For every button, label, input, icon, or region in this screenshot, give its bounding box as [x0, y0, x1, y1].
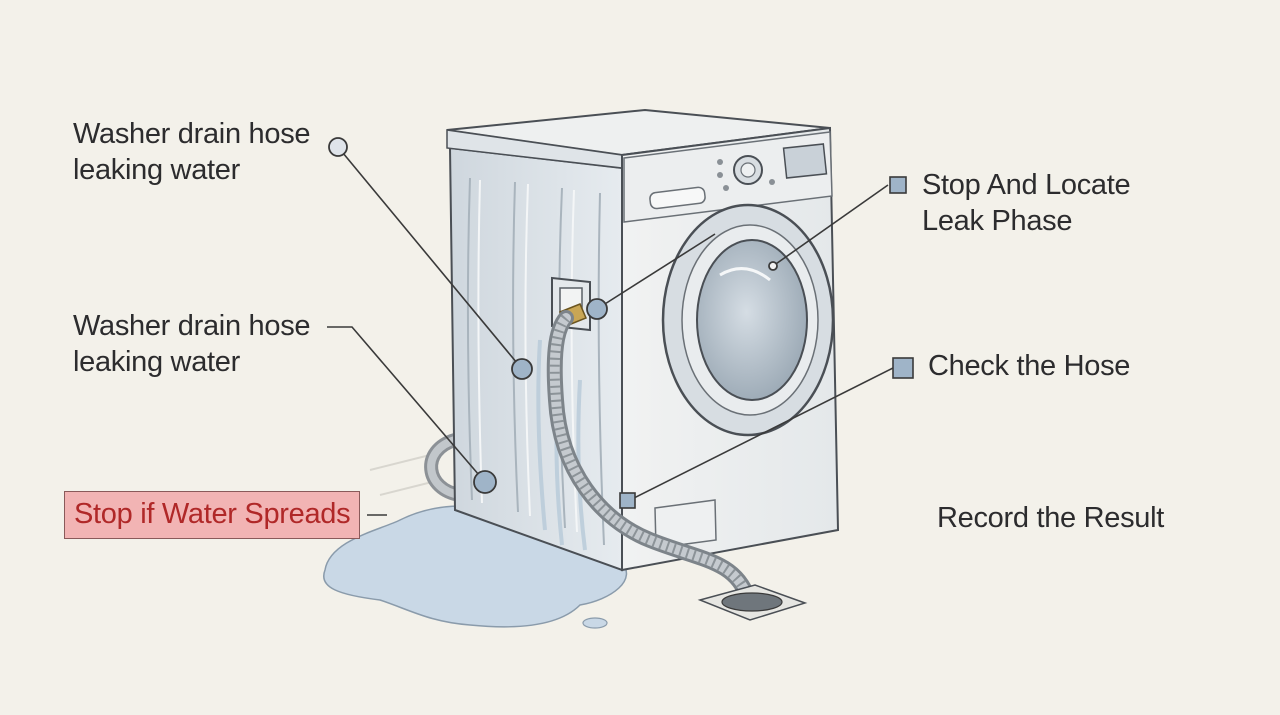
detergent-drawer-handle — [649, 186, 706, 210]
square-marker-icon — [892, 357, 914, 379]
leader-lines — [327, 146, 894, 516]
label-line: Record the Result — [937, 502, 1165, 534]
label-check-hose: Check the Hose — [928, 348, 1130, 384]
label-line: Washer drain hose — [73, 118, 311, 150]
circle-marker-icon — [473, 470, 497, 494]
square-marker-icon — [619, 492, 636, 509]
door-glass — [696, 239, 808, 401]
label-drain-hose-middle: Washer drain hose leaking water — [73, 308, 311, 380]
label-line: Stop And Locate — [922, 169, 1131, 201]
warning-stop-water-spreads: Stop if Water Spreads — [64, 491, 361, 539]
label-record-result: Record the Result — [937, 500, 1164, 536]
circle-marker-icon — [511, 358, 533, 380]
water-droplet — [582, 617, 608, 629]
circle-marker-icon — [328, 137, 348, 157]
label-drain-hose-top: Washer drain hose leaking water — [73, 116, 311, 188]
display-panel — [782, 143, 828, 179]
circle-marker-icon — [586, 298, 608, 320]
label-line: leaking water — [73, 154, 240, 186]
label-line: Leak Phase — [922, 205, 1073, 237]
warning-text: Stop if Water Spreads — [74, 498, 351, 530]
label-line: leaking water — [73, 346, 240, 378]
label-line: Check the Hose — [928, 350, 1131, 382]
square-marker-icon — [889, 176, 907, 194]
circle-marker-icon — [768, 261, 778, 271]
label-line: Washer drain hose — [73, 310, 311, 342]
label-stop-and-locate: Stop And Locate Leak Phase — [922, 167, 1131, 239]
